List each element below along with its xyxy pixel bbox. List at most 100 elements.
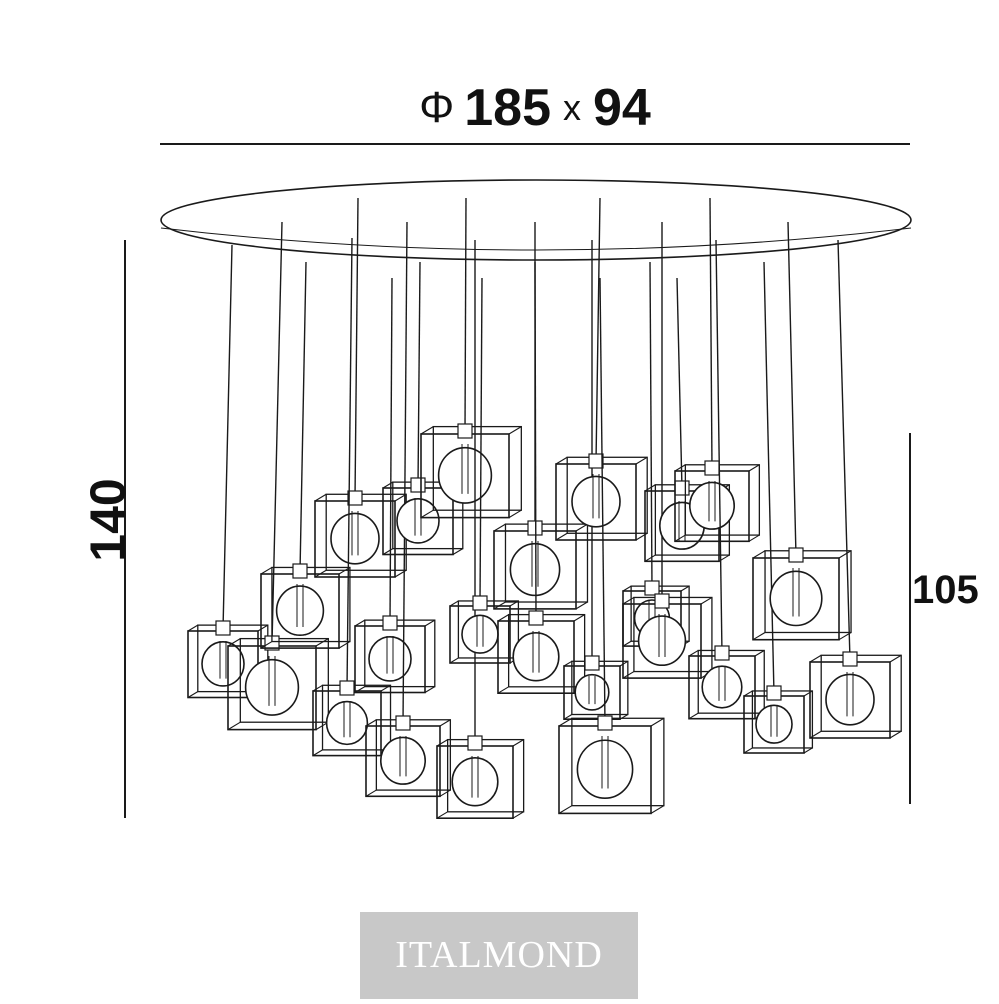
cage-edge — [619, 660, 629, 667]
bulb-socket — [766, 685, 782, 701]
light-bulb — [368, 636, 412, 682]
pendant-wire — [709, 197, 713, 470]
cage-edge — [449, 600, 459, 607]
cage-edge — [688, 649, 699, 657]
light-bulb — [574, 673, 610, 711]
pendant-cage — [382, 261, 464, 556]
light-bulb — [330, 512, 380, 565]
cage-frame-back — [571, 717, 665, 807]
cage-edge — [644, 484, 656, 492]
bulb-socket — [644, 580, 660, 596]
cage-edge — [680, 585, 690, 592]
cage-frame-back — [271, 566, 351, 643]
bulb-socket — [842, 651, 858, 667]
cage-frame-back — [321, 684, 392, 751]
bulb-socket — [347, 490, 363, 506]
cage-frame-back — [364, 619, 436, 688]
cage-edge — [508, 509, 522, 519]
pendant-cage — [436, 240, 525, 819]
pendant-wire — [417, 261, 421, 487]
light-bulb — [201, 641, 245, 687]
pendant-wire — [763, 261, 775, 695]
cage-edge — [420, 509, 434, 519]
cage-edge — [752, 550, 766, 559]
bulb-socket — [704, 460, 720, 476]
cage-edge — [338, 641, 351, 649]
cage-edge — [743, 690, 753, 697]
times-sign: x — [563, 87, 582, 128]
pendant-cage — [314, 197, 407, 578]
pendant-wire — [479, 277, 483, 605]
cage-edge — [748, 534, 760, 542]
pendant-cage — [227, 221, 329, 731]
pendant-wire — [464, 197, 467, 433]
cage-edge — [563, 660, 573, 667]
cage-edge — [508, 426, 522, 435]
pendant-wire — [299, 261, 307, 573]
cage-edge — [889, 730, 902, 739]
cage-frame-back — [507, 613, 586, 688]
pendant-cage — [563, 240, 629, 721]
bulb-socket — [472, 595, 488, 611]
pendant-cage — [260, 261, 351, 649]
cage-edge — [424, 619, 436, 627]
cage-edge — [555, 532, 568, 541]
cage-edge — [644, 554, 656, 562]
cage-edge — [312, 684, 323, 692]
width-value: 185 — [464, 79, 552, 137]
cage-frame-back — [633, 596, 713, 673]
cage-edge — [635, 456, 648, 465]
cage-edge — [622, 585, 632, 592]
light-bulb — [576, 739, 634, 800]
light-bulb — [244, 658, 300, 716]
bulb-socket — [674, 480, 690, 496]
cage-edge — [575, 601, 588, 610]
cage-edge — [227, 721, 241, 731]
bulb-socket — [395, 715, 411, 731]
pendant-wire — [649, 261, 653, 590]
bulb-socket — [339, 680, 355, 696]
bulb-socket — [292, 563, 308, 579]
pendant-wire — [787, 221, 797, 557]
cage-edge — [512, 739, 524, 747]
cage-edge — [365, 719, 377, 727]
cage-frame-back — [392, 481, 464, 550]
ceiling-canopy-rim — [160, 227, 912, 251]
cage-edge — [354, 619, 366, 627]
cage-edge — [674, 464, 686, 472]
cage-edge — [497, 686, 509, 694]
cage-frame-back — [446, 738, 525, 813]
light-bulb — [755, 704, 793, 744]
cage-edge — [754, 649, 765, 657]
pendant-cage — [187, 244, 269, 699]
bulb-socket — [467, 735, 483, 751]
pendant-wire — [599, 277, 606, 725]
pendant-cage — [622, 261, 690, 647]
pendant-cage — [809, 239, 902, 739]
bulb-socket — [597, 715, 613, 731]
cage-frame-back — [375, 719, 452, 791]
cage-frame-back — [571, 660, 629, 716]
ceiling-canopy — [160, 179, 912, 261]
pendant-wire — [676, 277, 683, 490]
pendant-cage — [558, 277, 665, 815]
cage-edge — [436, 739, 448, 747]
diameter-symbol: Φ — [419, 83, 455, 132]
pendant-cage — [752, 221, 852, 641]
cage-edge — [688, 712, 699, 720]
pendant-cage — [674, 197, 761, 543]
bulb-socket — [527, 520, 543, 536]
pendant-wire — [222, 244, 233, 630]
cage-edge — [838, 550, 852, 559]
cage-edge — [558, 717, 573, 727]
cage-edge — [424, 686, 436, 693]
cage-edge — [555, 456, 568, 465]
pendant-wire — [389, 277, 393, 625]
pendant-cage — [688, 239, 765, 720]
light-bulb — [509, 542, 561, 597]
cage-edge — [365, 789, 377, 797]
cage-frame-back — [684, 464, 761, 536]
cage-edge — [803, 690, 813, 697]
